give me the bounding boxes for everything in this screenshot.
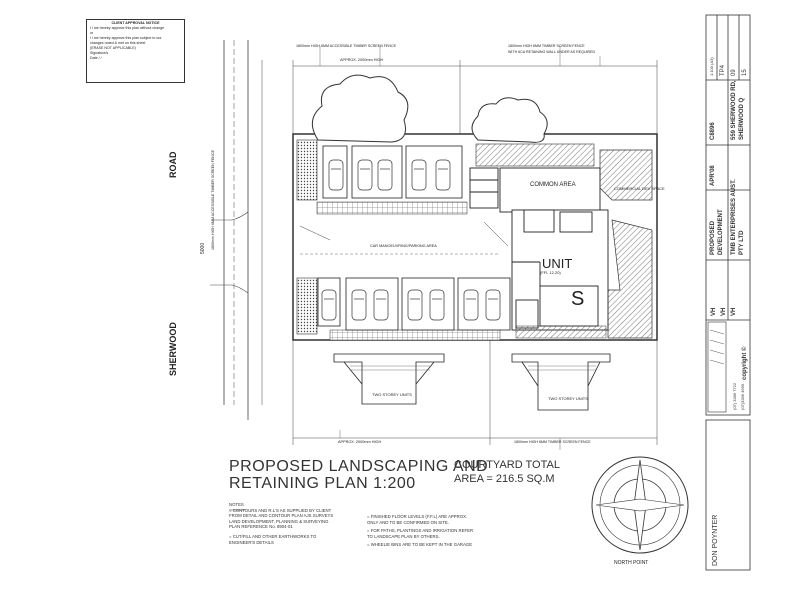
car-symbol [463,289,479,321]
note-1a: = CONTOURS AND R.L'S AS SUPPLIED BY CLIE… [229,507,332,513]
bottom-fence-note: 1800mm HIGH 6MM TIMBER SCREEN FENCE [514,440,591,444]
car-symbols [321,159,501,321]
notes-right: = FINISHED FLOOR LEVELS (F.F.L) ARE APPR… [367,514,473,548]
top-dimension-note: APPROX. 2000mm HIGH [340,58,384,62]
car-symbol [485,289,501,321]
note-4a: = FOR PATHS, PLANTINGS AND IRRIGATION RE… [367,528,474,534]
notice-date: Date / / [90,56,102,60]
tb-checked: VH [721,307,727,316]
stair-symbol: S [571,288,585,310]
tb-phone: (07) 3286 7722 [732,382,737,410]
note-4b: TO LANDSCAPE PLAN BY OTHERS. [367,533,440,539]
note-3b: ONLY AND TO BE CONFIRMED ON SITE. [367,519,450,525]
unit-building [469,167,609,331]
notes-left: NOTES = CONTOURS AND R.L'S AS SUPPLIED B… [229,502,333,545]
note-3a: = FINISHED FLOOR LEVELS (F.F.L) ARE APPR… [367,514,468,519]
courtyard-line-2: AREA = 216.5 SQ.M [454,473,555,485]
tb-client-2: PTY LTD [739,230,745,255]
common-area-label: COMMON AREA [530,182,576,188]
tb-project-2: DEVELOPMENT [718,209,724,255]
car-symbol [377,159,393,191]
company-logo [707,321,727,413]
car-symbol [429,289,445,321]
notice-line-or: or [90,31,94,35]
notice-signature: Signature/s [90,51,109,55]
tb-issue-date: APR'08 [710,165,716,186]
commercial-space-label: COMMERCIAL DEV SPACE [614,186,665,191]
tb-total: 15 [742,69,748,76]
tb-client-1: TMB ENTERPRISES AUST. [731,179,737,255]
courtyard-area: COURTYARD TOTAL AREA = 216.5 SQ.M [454,458,560,486]
north-point-label: NORTH POINT [614,560,649,566]
plan-title-line-2: RETAINING PLAN 1:200 [229,475,416,492]
driveway-label: CAR MANOEUVRING/PARKING AREA [370,244,437,248]
tree-canopy-right [471,97,548,143]
top-fence-note-b: 1800mm HIGH 6MM TIMBER SCREEN FENCE [508,44,585,48]
title-block [705,14,751,571]
notice-title: CLIENT APPROVAL NOTICE [111,21,160,25]
tb-drawn: VH [711,307,717,316]
notice-line-4: (ERASE NOT APPLICABLE) [90,46,136,50]
car-symbol [435,159,451,191]
notice-line-3: changes noted & met on this sheet [90,41,146,45]
tb-project-1: PROPOSED [710,220,716,255]
two-storey-units-left: TWO STOREY UNITS [372,392,412,397]
tb-scale: 1:100 (A3) [709,57,714,76]
car-symbol [357,159,373,191]
tb-sheet-of: 09 [731,69,737,76]
notice-line-1: I / we hereby approve this plan without … [90,26,165,30]
tb-approved: VH [731,307,737,316]
kerb-dimension: 5000 [200,242,206,254]
note-1c: LAND DEVELOPMENT, PLANNING & SURVEYING [229,518,329,524]
courtyard-line-1: COURTYARD TOTAL [454,459,560,471]
tb-fax: (07)3286 4999 [740,383,745,410]
two-storey-units [333,353,611,411]
left-fence-note: 1800mm HIGH 6MM ACCESSIBLE TIMBER SCREEN… [211,150,215,250]
plan-title: PROPOSED LANDSCAPING AND RETAINING PLAN … [229,458,488,492]
tb-address-2: SHERWOOD Q [739,97,745,140]
note-5: = WHEELIE BINS ARE TO BE KEPT IN THE GAR… [367,542,473,548]
north-point [591,456,689,554]
notice-line-2: I / we hereby approve this plan subject … [90,36,162,40]
tb-company: DON POYNTER [712,514,719,566]
car-symbol [411,159,427,191]
tb-sheet: TP4 [720,64,726,76]
tb-job-no: C8896 [710,122,716,140]
top-fence-note-a: 1800mm HIGH 6MM ACCESSIBLE TIMBER SCREEN… [296,44,396,48]
car-symbol [321,289,337,321]
plan-title-line-1: PROPOSED LANDSCAPING AND [229,458,489,475]
car-symbol [373,289,389,321]
note-1b: FROM DETAIL AND CONTOUR PLAN AJS SURVEYS [229,513,334,519]
sherwood-label: SHERWOOD [168,322,178,376]
road-reserve [210,40,263,420]
tb-address-1: 559 SHERWOOD RD, [731,80,737,140]
client-approval-notice: CLIENT APPROVAL NOTICE I / we hereby app… [86,19,185,83]
unit-ffl-label: (FFL 12.20) [540,270,561,275]
car-symbol [328,159,344,191]
car-symbol [351,289,367,321]
bottom-dimension-note: APPROX. 2000mm HIGH [338,440,382,444]
note-2a: = CUT/FILL AND OTHER EARTHWORKS TO [229,533,317,539]
road-label: ROAD [168,151,178,179]
tree-canopy-left [311,74,409,143]
notes-heading: NOTES [229,502,244,507]
tb-copyright: copyright © [742,346,748,380]
top-fence-note-c: WITH 6CA RETAINING WALL UNDER AS REQUIRE… [508,50,596,54]
two-storey-units-right: TWO STOREY UNITS [548,396,588,401]
car-symbol [407,289,423,321]
unit-label: UNIT [542,256,573,271]
note-2b: ENGINEER'S DETAILS [229,539,274,545]
note-1d: PLAN REFERENCE No. 8904-01 [229,524,293,530]
